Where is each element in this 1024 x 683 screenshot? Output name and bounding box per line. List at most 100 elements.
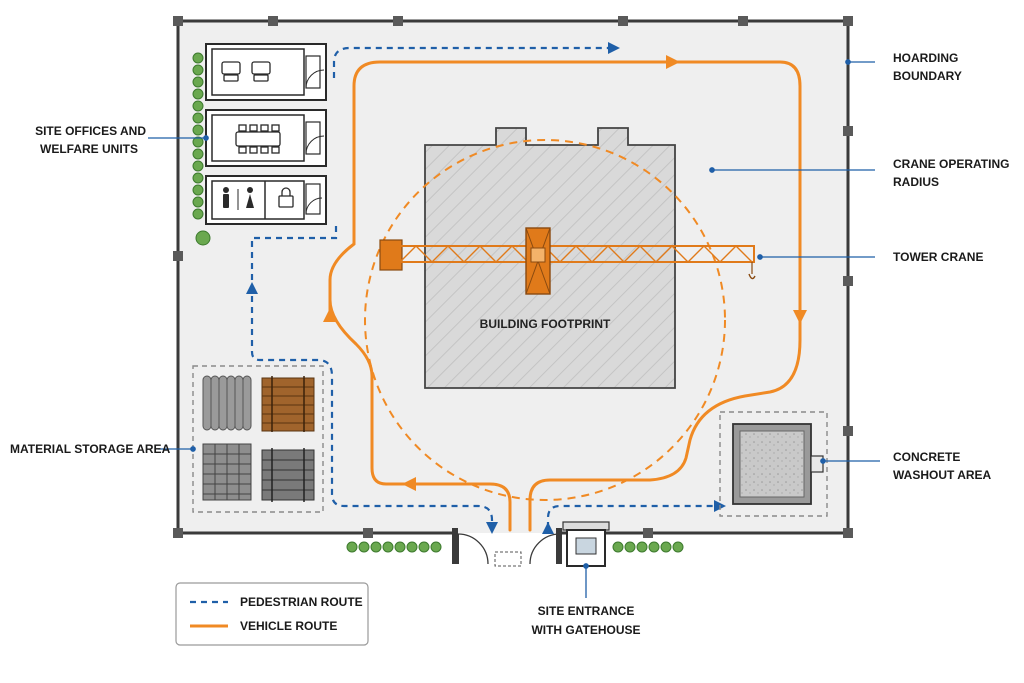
hedge-bush <box>192 148 204 160</box>
hedge-bush <box>382 541 394 553</box>
meeting-table-icon <box>235 124 281 154</box>
crane-lattice <box>399 245 753 263</box>
hedge-bush <box>192 64 204 76</box>
washout-ramp <box>810 455 824 473</box>
office-room <box>211 114 305 162</box>
rebar-bundle-icon <box>261 448 315 502</box>
pedestrian-arrow-icon <box>542 522 554 534</box>
hedge-bush <box>672 541 684 553</box>
block-pallet-icon <box>202 443 252 501</box>
vehicle-route <box>328 60 802 532</box>
material-storage-label: MATERIAL STORAGE AREA <box>10 442 171 456</box>
pedestrian-arrow-icon <box>608 42 620 54</box>
gatehouse-window <box>575 537 597 555</box>
hedge-bush <box>418 541 430 553</box>
washout-basin <box>739 430 805 498</box>
gate-swing <box>529 533 561 565</box>
hedge-bush <box>192 88 204 100</box>
gatehouse <box>562 521 610 567</box>
washout-label-line1: CONCRETE <box>893 450 960 464</box>
office-unit-1 <box>205 43 327 101</box>
vehicle-arrow-icon <box>323 308 337 322</box>
post <box>843 426 853 436</box>
legend-box <box>175 582 369 646</box>
hoarding-posts <box>173 16 853 538</box>
hoarding-label-line2: BOUNDARY <box>893 69 962 83</box>
post <box>843 276 853 286</box>
post <box>738 16 748 26</box>
hedge-bush <box>370 541 382 553</box>
pipe-stack-icon <box>202 375 252 431</box>
hedge-bush <box>624 541 636 553</box>
crane-radius-label-line1: CRANE OPERATING <box>893 157 1009 171</box>
offices-label-line1: SITE OFFICES AND <box>35 124 146 138</box>
washout-zone-outline <box>719 411 828 517</box>
storage-zone-outline <box>192 365 324 513</box>
hedge-bush <box>394 541 406 553</box>
hedges <box>192 52 684 553</box>
post <box>173 251 183 261</box>
pedestrian-arrow-icon <box>486 522 498 534</box>
leader-lines <box>148 59 880 598</box>
legend-pedestrian-label: PEDESTRIAN ROUTE <box>240 595 363 609</box>
crane-radius-label-line2: RADIUS <box>893 175 939 189</box>
welfare-unit <box>205 175 327 225</box>
office-unit-2 <box>205 109 327 167</box>
hoarding-line <box>176 19 850 535</box>
gate-swing <box>457 533 489 565</box>
post <box>173 16 183 26</box>
offices-label-line2: WELFARE UNITS <box>40 142 138 156</box>
crane-counterweight <box>379 239 403 271</box>
office-door <box>305 55 321 89</box>
office-door <box>305 183 321 215</box>
hedge-bush <box>192 208 204 220</box>
crane-jib <box>399 245 755 263</box>
tower-crane-label: TOWER CRANE <box>893 250 983 264</box>
hedge-bush <box>192 124 204 136</box>
door-swing <box>305 135 325 155</box>
washout-label-line2: WASHOUT AREA <box>893 468 992 482</box>
pedestrian-route-north <box>332 46 610 78</box>
post <box>843 126 853 136</box>
hedge-bush <box>192 76 204 88</box>
hedge-bush <box>430 541 442 553</box>
post <box>173 528 183 538</box>
hoarding-label-line1: HOARDING <box>893 51 958 65</box>
post <box>618 16 628 26</box>
entrance-label-line2: WITH GATEHOUSE <box>531 623 640 637</box>
hedge-bush <box>358 541 370 553</box>
hedge-bush <box>192 112 204 124</box>
post <box>268 16 278 26</box>
hedge-bush <box>192 52 204 64</box>
hedge-bush <box>660 541 672 553</box>
hedge-bush <box>636 541 648 553</box>
door-swing <box>305 69 325 89</box>
lock-icon <box>278 187 294 208</box>
tower-crane <box>379 227 756 295</box>
toilet-icon <box>223 187 254 210</box>
hedge-bush <box>192 160 204 172</box>
desk-icon <box>221 61 271 82</box>
hedge-bush <box>648 541 660 553</box>
post <box>843 16 853 26</box>
office-door <box>305 121 321 155</box>
post <box>843 528 853 538</box>
timber-stack-icon <box>261 376 315 432</box>
site-offices <box>205 43 327 225</box>
entrance-label-line1: SITE ENTRANCE <box>538 604 635 618</box>
vehicle-arrow-icon <box>402 477 416 491</box>
vehicle-arrow-icon <box>793 310 807 324</box>
barrier-pad <box>494 551 522 567</box>
hedge-bush <box>192 136 204 148</box>
hedge-bush <box>192 100 204 112</box>
hedge-bush <box>195 230 211 246</box>
office-room <box>211 48 305 96</box>
hedge-bush <box>406 541 418 553</box>
pedestrian-route <box>250 46 718 530</box>
vehicle-route-west <box>328 299 512 532</box>
hedge-bush <box>192 172 204 184</box>
door-swing <box>305 197 323 215</box>
hedge-bush <box>192 184 204 196</box>
